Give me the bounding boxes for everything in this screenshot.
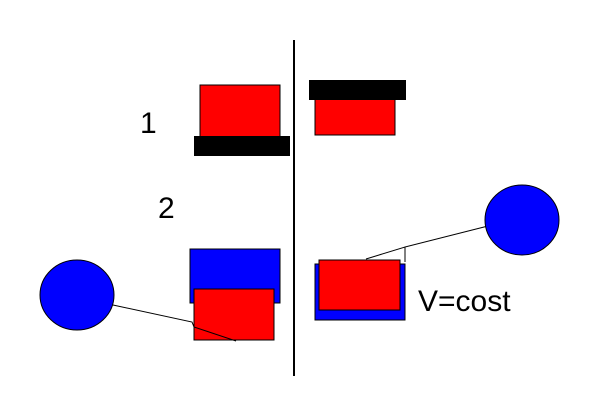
red-block-right-1 — [314, 96, 396, 136]
step-2-label: 2 — [158, 192, 175, 225]
string-left — [112, 304, 237, 342]
red-block-left-1 — [199, 84, 281, 138]
string-right — [365, 225, 489, 262]
blue-ball-left — [39, 259, 115, 331]
red-block-right-2 — [318, 259, 401, 311]
red-block-left-2 — [193, 288, 275, 341]
black-bar-right-1 — [309, 80, 406, 100]
value-label: V=cost — [418, 285, 511, 318]
blue-ball-right — [484, 184, 560, 256]
step-1-label: 1 — [140, 107, 157, 140]
black-bar-left-1 — [194, 136, 290, 156]
